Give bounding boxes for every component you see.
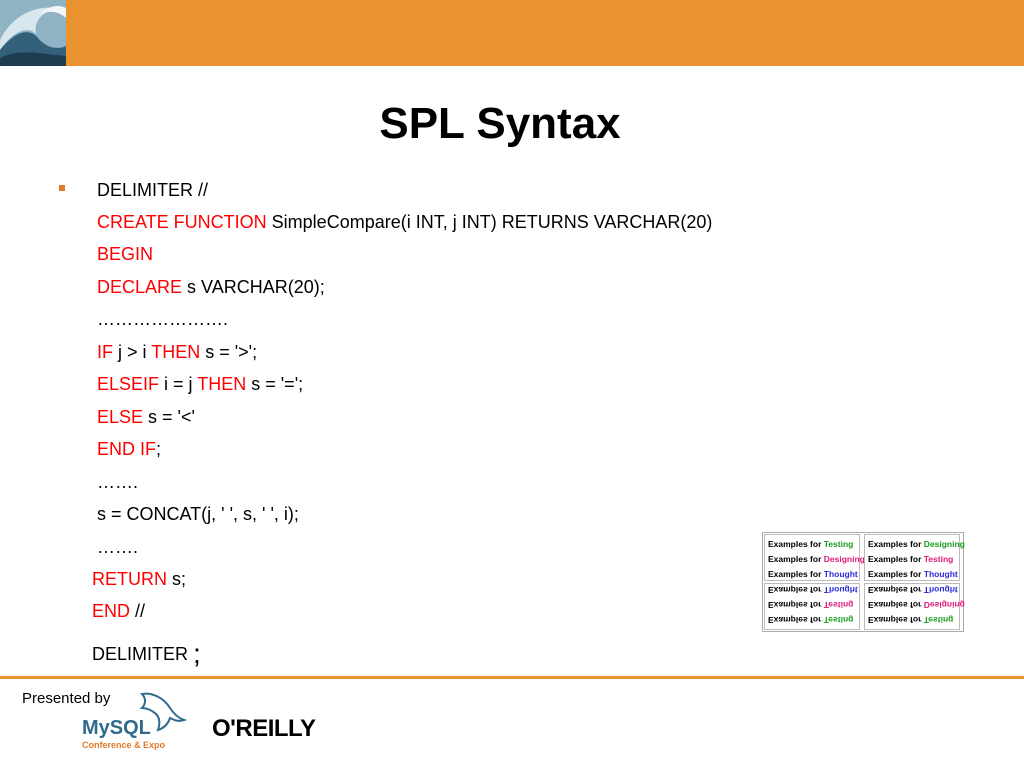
examples-cell-mirrored: Examples for Testing Examples for Testin… (764, 583, 860, 630)
footer-divider (0, 676, 1024, 679)
code-line: …………………. (97, 309, 229, 329)
code-line: IF j > i THEN s = '>'; (97, 342, 258, 362)
code-line: BEGIN (97, 244, 154, 264)
oreilly-logo: O'REILLY (212, 715, 316, 742)
code-line: DECLARE s VARCHAR(20); (97, 277, 325, 297)
code-line: ELSEIF i = j THEN s = '='; (97, 374, 304, 394)
code-line: RETURN s; (92, 569, 187, 589)
examples-cell-mirrored: Examples for Testing Examples for Design… (864, 583, 965, 630)
header-bar (0, 0, 1024, 66)
code-line: ……. (97, 537, 139, 557)
code-line: END IF; (97, 439, 162, 459)
examples-image: Examples for Testing Examples for Design… (762, 532, 965, 632)
examples-cell: Examples for Designing Examples for Test… (864, 534, 965, 581)
code-line: END // (92, 601, 146, 621)
code-line: DELIMITER // (97, 180, 209, 200)
examples-cell: Examples for Testing Examples for Design… (764, 534, 865, 581)
code-line: CREATE FUNCTION SimpleCompare(i INT, j I… (97, 212, 713, 232)
svg-text:MySQL: MySQL (82, 717, 151, 739)
code-line: DELIMITER ; (92, 638, 201, 669)
code-line: ELSE s = '<' (97, 407, 195, 427)
code-line: s = CONCAT(j, ' ', s, ' ', i); (97, 504, 299, 524)
bullet-icon (59, 185, 65, 191)
slide-title: SPL Syntax (379, 99, 621, 148)
wave-logo-icon (0, 0, 66, 66)
svg-text:Conference & Expo: Conference & Expo (82, 740, 166, 750)
presented-by-label: Presented by (22, 690, 111, 707)
mysql-logo: MySQL Conference & Expo (80, 690, 190, 752)
code-line: ……. (97, 472, 139, 492)
